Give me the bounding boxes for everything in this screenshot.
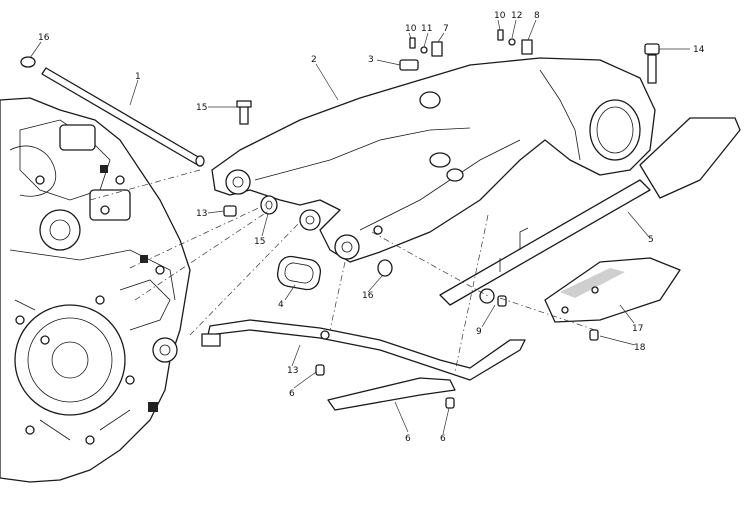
callout-9-right: 10 [494, 11, 506, 21]
callout-12: 13 [196, 209, 207, 219]
callout-16-top-left: 16 [38, 33, 50, 43]
engine-block [0, 97, 191, 483]
swingarm [211, 57, 656, 263]
leader-lines [29, 19, 690, 435]
callout-6-middle: 6 [405, 434, 411, 444]
callout-1: 1 [135, 72, 141, 82]
callout-7-right: 8 [534, 11, 540, 21]
chain-slider [544, 257, 681, 323]
callout-10-right: 12 [511, 11, 522, 21]
callout-18: 18 [634, 343, 646, 353]
callout-6-left: 6 [289, 389, 295, 399]
callout-7-left: 7 [443, 24, 449, 34]
callout-3: 3 [368, 55, 374, 65]
callout-8: 9 [476, 327, 482, 337]
callout-labels: 16 1 2 3 10 11 7 10 12 8 14 15 13 15 4 1… [38, 11, 705, 444]
pivot-shaft [20, 56, 205, 167]
callout-4: 4 [278, 300, 284, 310]
callout-5: 5 [648, 235, 654, 245]
callout-9-left: 10 [405, 24, 417, 34]
callout-2: 2 [311, 55, 317, 65]
assembly-lines [89, 169, 596, 373]
callout-14: 15 [196, 103, 207, 113]
callout-17: 17 [632, 324, 643, 334]
lower-chain-guide [201, 288, 599, 411]
callout-13: 14 [693, 45, 705, 55]
callout-6-right: 6 [440, 434, 446, 444]
callout-10-left: 11 [421, 24, 432, 34]
callout-11: 13 [287, 366, 298, 376]
callout-15: 15 [254, 237, 265, 247]
chain-guard [439, 117, 741, 306]
callout-16-middle: 16 [362, 291, 374, 301]
